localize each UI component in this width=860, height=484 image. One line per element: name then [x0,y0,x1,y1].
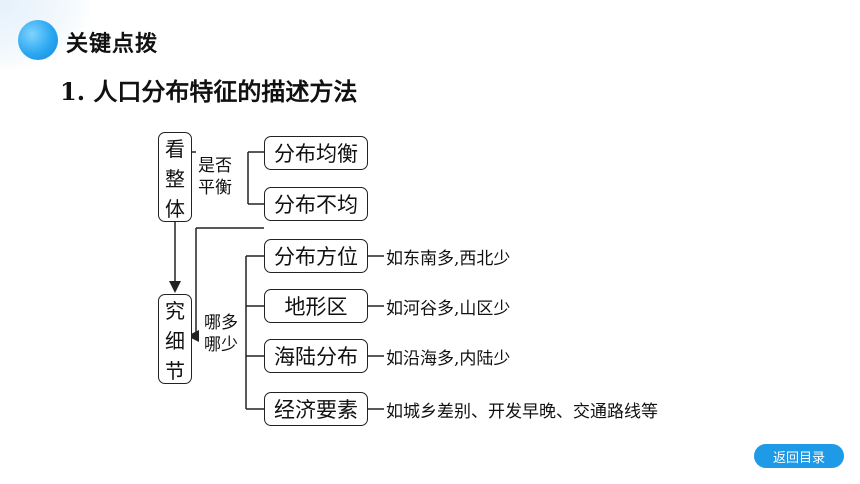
balance-question-label: 是否 平衡 [198,155,232,199]
where-question-line: 哪多 [204,313,238,333]
detail-box-land-sea: 海陆分布 [264,339,368,373]
section-title: 关键点拨 [66,32,159,57]
where-question-line: 哪少 [204,335,238,355]
detail-box-terrain: 地形区 [264,289,368,323]
balance-question-line: 是否 [198,156,232,176]
example-direction: 如东南多,西北少 [386,249,511,269]
section-bubble-icon [18,20,58,60]
return-to-contents-button[interactable]: 返回目录 [754,444,844,468]
balanced-box: 分布均衡 [264,136,368,170]
detail-box-direction: 分布方位 [264,239,368,273]
example-land-sea: 如沿海多,内陆少 [386,349,511,369]
where-question-label: 哪多 哪少 [204,312,238,356]
look-overall-char: 看 [165,136,185,161]
page-heading: 1. 人口分布特征的描述方法 [60,77,358,106]
look-overall-box: 看 整 体 [158,132,192,222]
look-detail-char: 节 [165,358,185,383]
look-overall-char: 整 [165,166,185,191]
balance-question-line: 平衡 [198,178,232,198]
unbalanced-box: 分布不均 [264,187,368,221]
example-economy: 如城乡差别、开发早晚、交通路线等 [386,402,658,422]
look-detail-box: 究 细 节 [158,294,192,384]
look-overall-char: 体 [165,196,185,221]
look-detail-char: 究 [165,298,185,323]
example-terrain: 如河谷多,山区少 [386,299,511,319]
detail-box-economy: 经济要素 [264,392,368,426]
look-detail-char: 细 [165,328,185,353]
